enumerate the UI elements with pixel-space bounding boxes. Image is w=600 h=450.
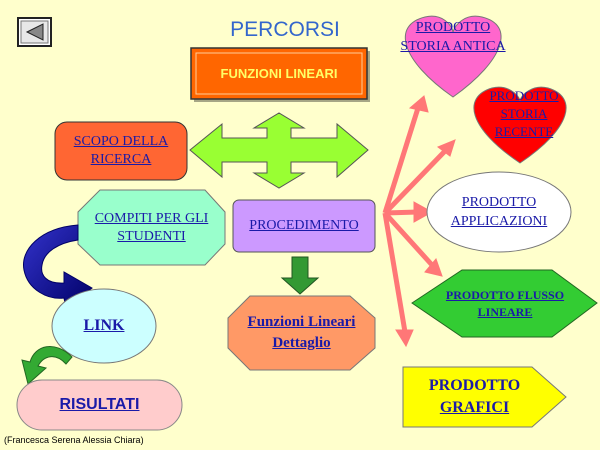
storia-recente-heart[interactable]: [473, 86, 567, 164]
prodotto-grafici-label[interactable]: PRODOTTO GRAFICI: [403, 367, 546, 427]
credit-text: (Francesca Serena Alessia Chiara): [4, 435, 144, 445]
funzioni-lineari-box[interactable]: [190, 47, 370, 102]
prodotto-grafici-link[interactable]: GRAFICI: [439, 399, 510, 416]
prodotto-storia-recente-link[interactable]: PRODOTTO STORIA RECENTE: [489, 88, 559, 139]
compiti-per-gli-studenti-link[interactable]: COMPITI PER GLI STUDENTI: [94, 210, 209, 244]
prodotto-applicazioni-link[interactable]: PRODOTTO APPLICAZIONI: [450, 195, 548, 229]
four-way-arrow: [189, 112, 369, 189]
back-button[interactable]: [17, 17, 52, 47]
curved-green-arrow: [21, 346, 73, 385]
compiti-octagon[interactable]: [77, 189, 226, 266]
link-circle[interactable]: [51, 288, 157, 364]
grafici-pentagon[interactable]: [402, 366, 567, 428]
back-arrow-icon: [25, 23, 44, 41]
fan-arrows: [382, 95, 456, 348]
scopo-della-ricerca-shape[interactable]: [54, 121, 188, 181]
prodotto-flusso-lineare-link[interactable]: PRODOTTO FLUSSO LINEARE: [445, 288, 565, 319]
risultati-link[interactable]: RISULTATI: [59, 396, 140, 413]
storia-antica-heart[interactable]: [404, 15, 502, 98]
funzioni-lineari-dettaglio-link[interactable]: Funzioni Lineari Dettaglio: [247, 314, 356, 351]
procedimento-link[interactable]: PROCEDIMENTO: [249, 218, 359, 233]
page-title: PERCORSI: [230, 18, 340, 41]
funzioni-lineari-dettaglio-octagon[interactable]: [227, 295, 376, 371]
flusso-lineare-diamond[interactable]: [411, 269, 598, 338]
procedimento-shape[interactable]: [232, 199, 376, 253]
funzioni-lineari-label[interactable]: FUNZIONI LINEARI: [220, 66, 338, 81]
risultati-shape[interactable]: [16, 379, 183, 431]
applicazioni-ellipse[interactable]: [426, 171, 572, 253]
prodotto-storia-antica-link[interactable]: PRODOTTO STORIA ANTICA: [400, 20, 506, 54]
scopo-della-ricerca-link[interactable]: SCOPO DELLA RICERCA: [73, 134, 169, 167]
link-link[interactable]: LINK: [83, 317, 125, 334]
down-arrow: [280, 256, 320, 295]
prodotto-grafici-line1: PRODOTTO: [428, 377, 521, 394]
